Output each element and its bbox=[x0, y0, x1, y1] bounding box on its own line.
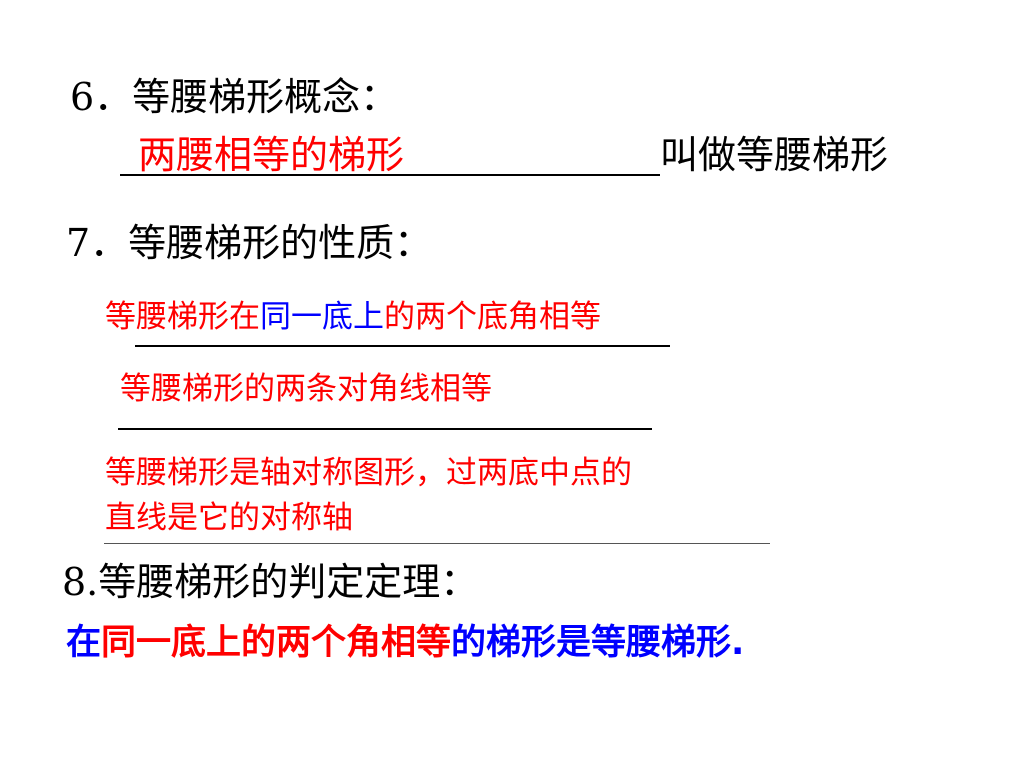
item7-property1-part2: 同一底上 bbox=[260, 299, 384, 335]
item8-theorem-part1: 在 bbox=[66, 623, 102, 663]
item7-property2: 等腰梯形的两条对角线相等 bbox=[120, 371, 492, 407]
item6-suffix: 叫做等腰梯形 bbox=[660, 133, 889, 177]
item7-property3-underline bbox=[104, 543, 770, 544]
item6-title: 6．等腰梯形概念： bbox=[70, 75, 399, 119]
item7-property1-part1: 等腰梯形在 bbox=[105, 299, 260, 335]
item7-property1-part3: 的两个底角相等 bbox=[384, 299, 601, 335]
item8-theorem-part2: 同一底上的两个角相等 bbox=[101, 623, 452, 663]
item7-property3-line2: 直线是它的对称轴 bbox=[105, 500, 353, 536]
item6-answer: 两腰相等的梯形 bbox=[138, 133, 405, 177]
item7-title: 7．等腰梯形的性质： bbox=[66, 221, 433, 265]
item8-theorem: 在同一底上的两个角相等的梯形是等腰梯形. bbox=[66, 626, 744, 661]
item8-title: 8.等腰梯形的判定定理： bbox=[62, 560, 479, 604]
item6-blank-underline bbox=[120, 174, 660, 176]
item8-theorem-part3: 的梯形是等腰梯形. bbox=[451, 623, 745, 663]
item7-property3-line1: 等腰梯形是轴对称图形，过两底中点的 bbox=[105, 455, 632, 491]
item7-property2-underline bbox=[118, 428, 652, 430]
item7-property1-underline bbox=[135, 345, 670, 347]
item7-property1: 等腰梯形在同一底上的两个底角相等 bbox=[105, 302, 601, 333]
